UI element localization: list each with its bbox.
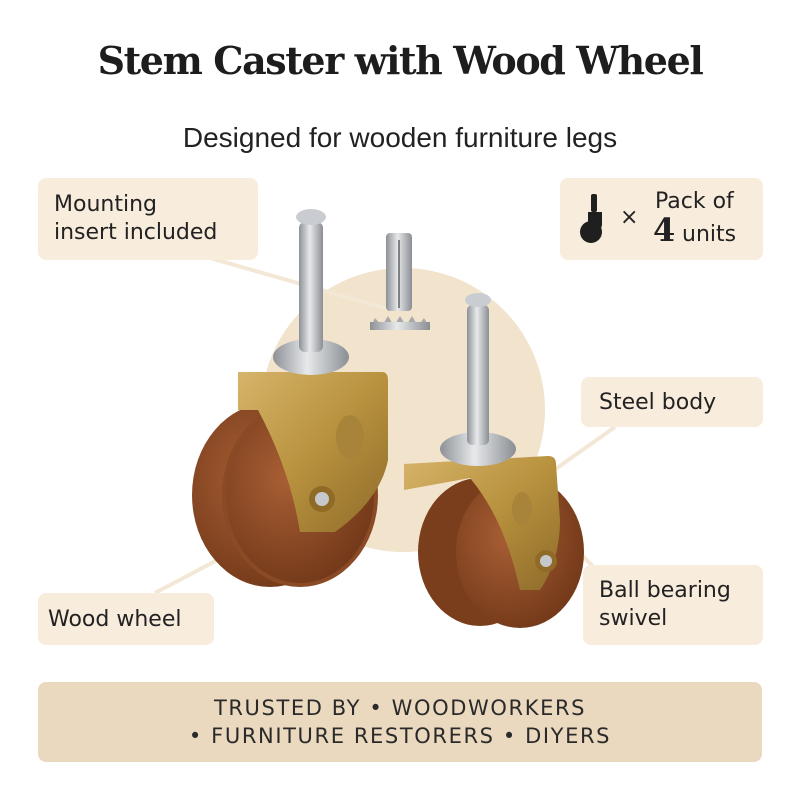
pack-label: Pack of bbox=[655, 189, 734, 214]
pack-count: 4 bbox=[653, 211, 676, 249]
banner-line2: • FURNITURE RESTORERS • DIYERS bbox=[188, 724, 612, 748]
pack-times-symbol: × bbox=[620, 205, 639, 230]
pack-unit: units bbox=[682, 222, 737, 247]
callout-steel-body: Steel body bbox=[581, 377, 763, 427]
caster-icon bbox=[580, 194, 602, 243]
mounting-insert bbox=[370, 233, 430, 330]
caster-left bbox=[192, 209, 388, 587]
callout-ball-bearing: Ball bearing swivel bbox=[583, 565, 763, 645]
callout-insert-line1: Mounting bbox=[54, 192, 157, 217]
caster-right bbox=[404, 293, 584, 628]
callout-wood-wheel: Wood wheel bbox=[38, 593, 214, 645]
callout-mounting-insert: Mounting insert included bbox=[38, 178, 258, 260]
callout-steel-label: Steel body bbox=[599, 390, 717, 415]
page-title: Stem Caster with Wood Wheel bbox=[97, 38, 704, 83]
page-subtitle: Designed for wooden furniture legs bbox=[182, 122, 618, 153]
banner-line1: TRUSTED BY • WOODWORKERS bbox=[213, 696, 587, 720]
callout-ball-line2: swivel bbox=[599, 606, 668, 631]
callout-wood-label: Wood wheel bbox=[48, 607, 182, 632]
pack-badge: × Pack of 4 units bbox=[560, 178, 763, 260]
callout-ball-line1: Ball bearing bbox=[599, 578, 731, 603]
callout-insert-line2: insert included bbox=[54, 220, 218, 245]
trusted-by-banner: TRUSTED BY • WOODWORKERS • FURNITURE RES… bbox=[38, 682, 762, 762]
